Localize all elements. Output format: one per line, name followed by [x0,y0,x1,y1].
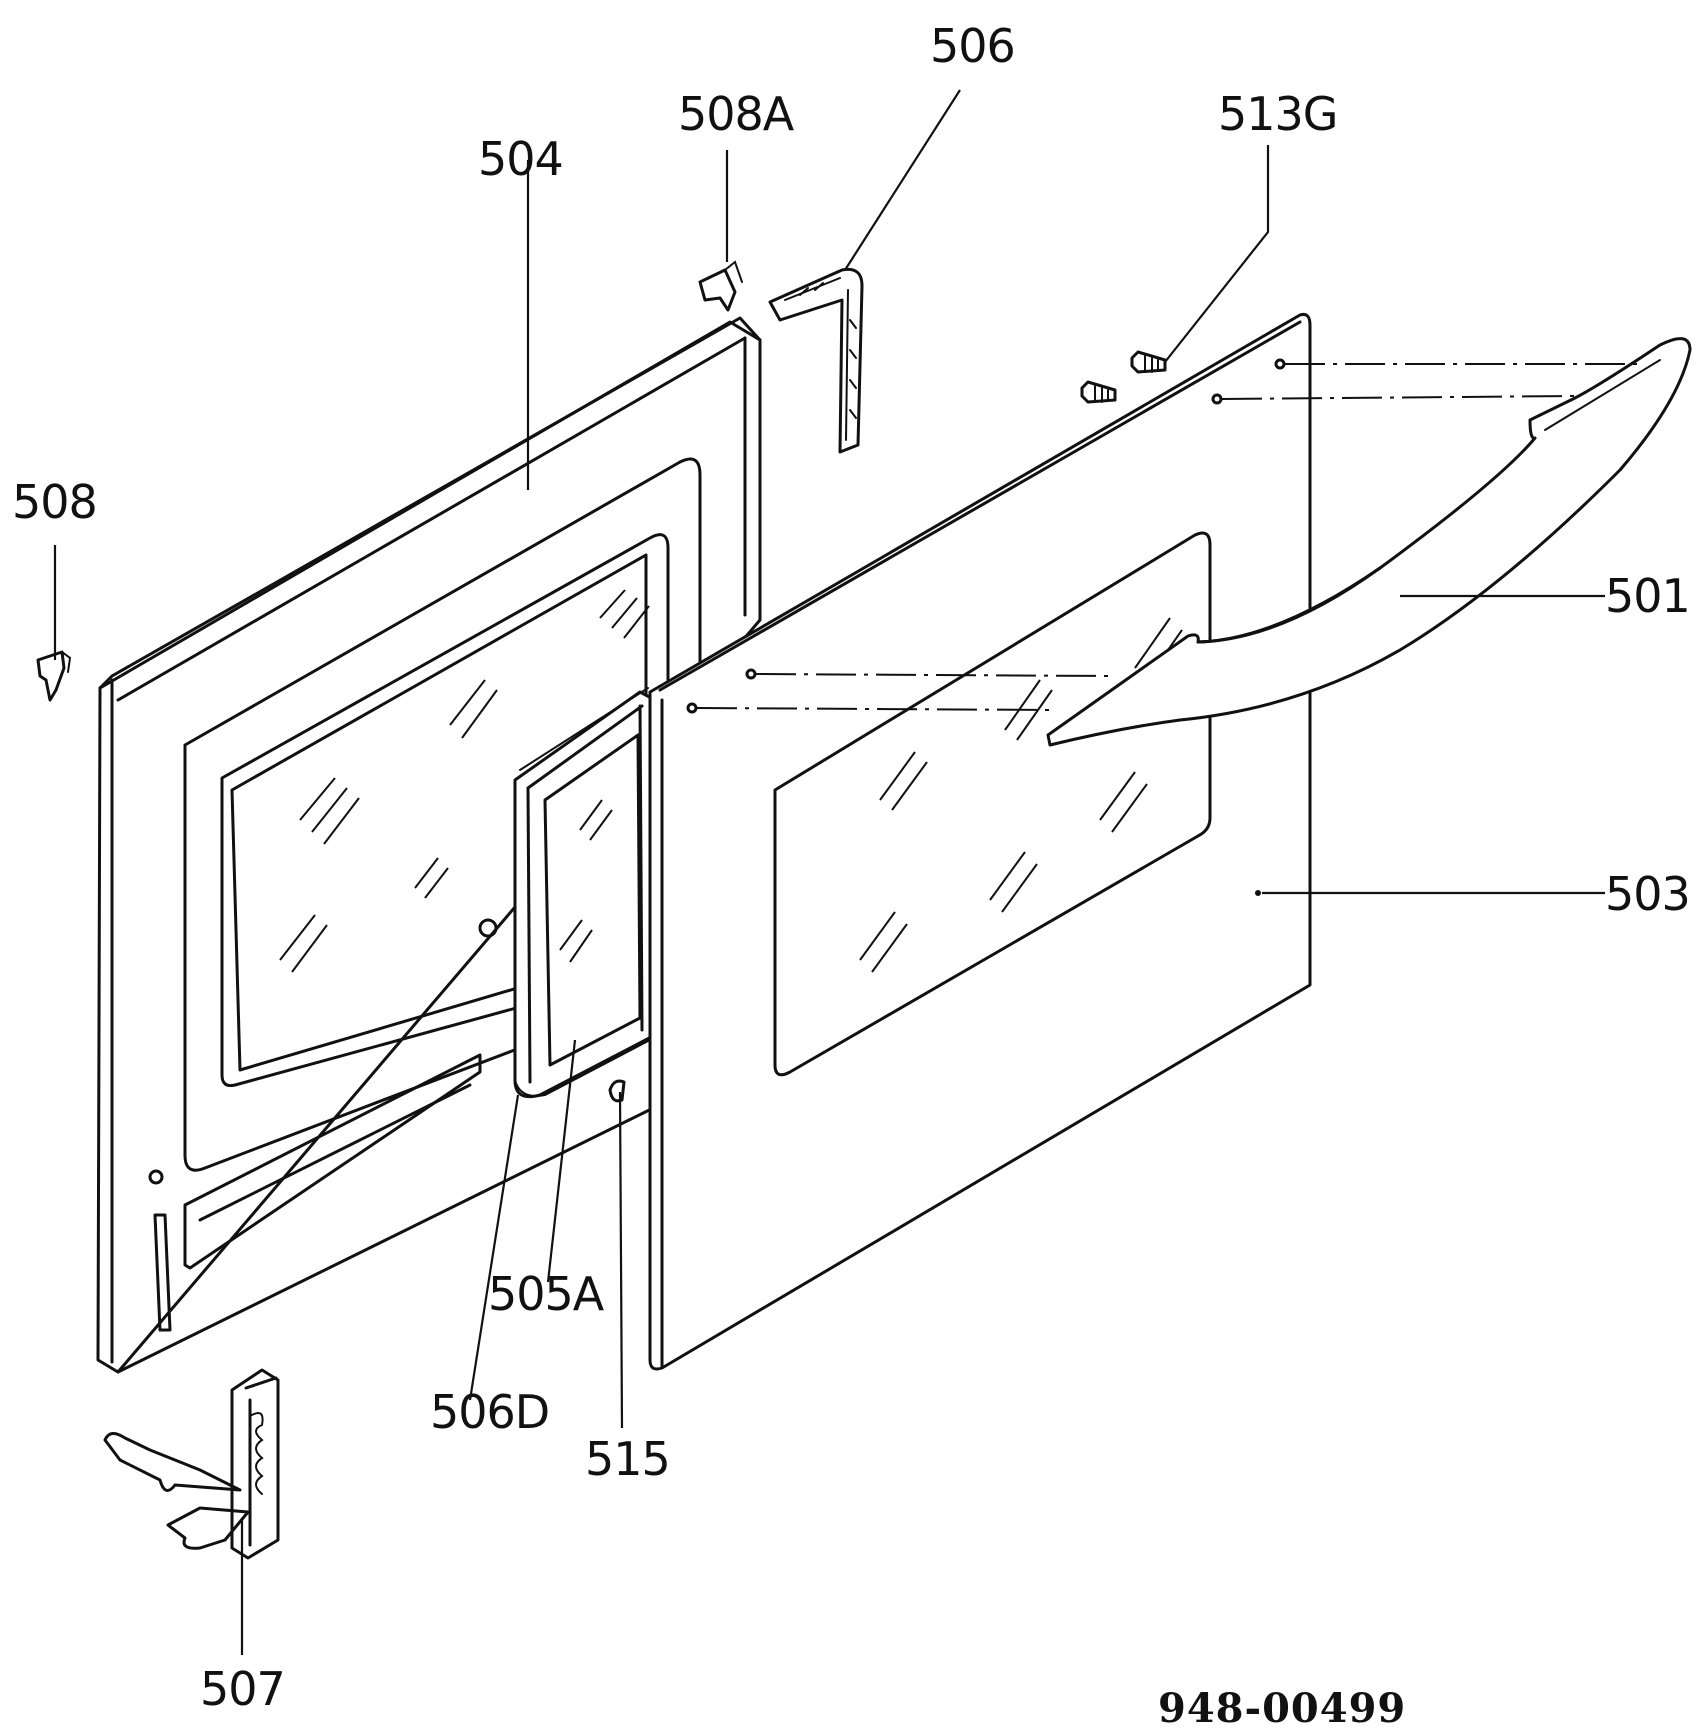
label-503: 503 [1605,867,1690,921]
part-513G-screws [1080,350,1167,404]
part-501-handle [1046,337,1692,747]
label-515: 515 [585,1432,670,1486]
label-505A: 505A [488,1267,605,1321]
drawing-code: 948-00499 [1158,1685,1406,1732]
label-513G: 513G [1218,87,1337,141]
part-506-seal-strip [768,267,864,454]
part-504-inner-frame [96,316,762,1374]
part-508-clip [36,650,72,702]
part-503-outer-panel [648,313,1312,1371]
label-501: 501 [1605,569,1690,623]
label-506D: 506D [430,1385,549,1439]
label-506: 506 [930,19,1015,73]
leader-lines [53,89,1605,1655]
part-507-hinge [103,1368,280,1560]
label-504: 504 [478,132,563,186]
part-508A-clip [698,260,743,312]
part-515-screw [608,1079,626,1103]
label-508A: 508A [678,87,795,141]
label-507: 507 [200,1662,285,1716]
part-labels: 506 508A 513G 504 508 501 503 505A 506D … [12,19,1691,1716]
label-508: 508 [12,475,97,529]
